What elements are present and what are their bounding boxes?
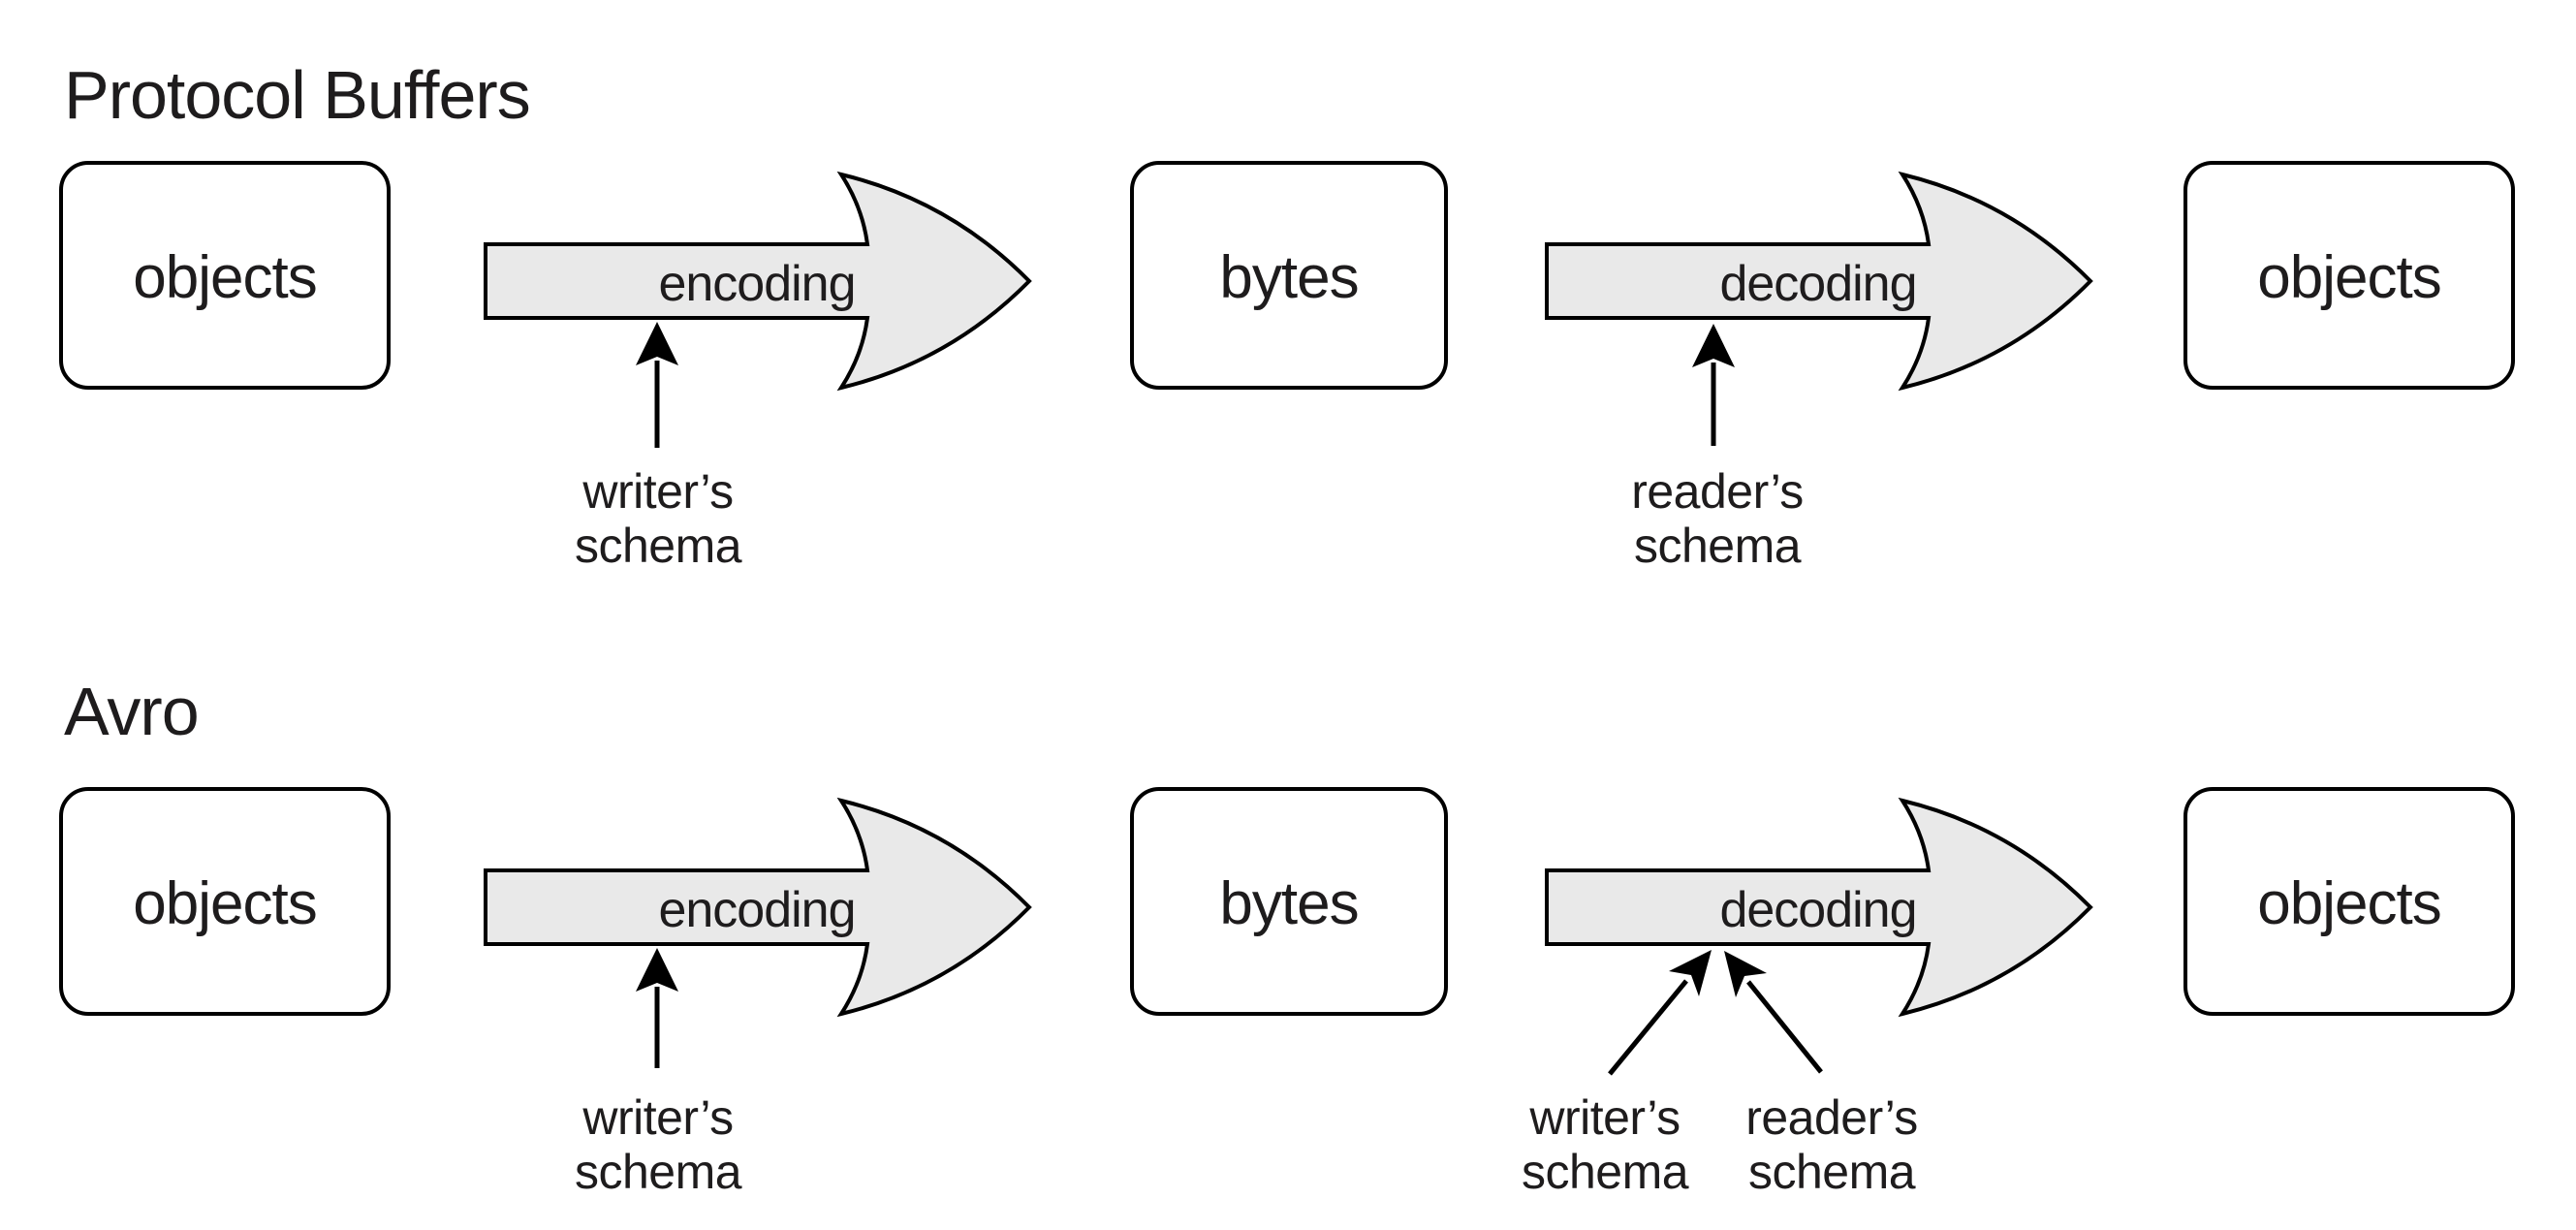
fat-arrow-shape — [484, 797, 1032, 1018]
rounded-box — [2183, 787, 2515, 1016]
up-arrow-icon — [1692, 324, 1735, 367]
rounded-box — [59, 161, 391, 390]
annotation-line2: schema — [1634, 519, 1802, 573]
avro-encoding-arrow: encoding — [484, 797, 1032, 1018]
rounded-box — [1130, 787, 1448, 1016]
annotation-line1: writer’s — [1528, 1090, 1680, 1145]
section-title-avro: Avro — [64, 674, 199, 749]
section-protocol-buffers: Protocol Buffers objects encoding bytes … — [59, 57, 2515, 573]
diagonal-arrow-line — [1746, 980, 1823, 1074]
avro-target-objects-node: objects — [2183, 787, 2515, 1016]
annotation-line2: schema — [1748, 1145, 1916, 1199]
annotation-line2: schema — [575, 519, 742, 573]
section-title-protobuf: Protocol Buffers — [64, 57, 530, 133]
avro-bytes-node: bytes — [1130, 787, 1448, 1016]
node-label: objects — [133, 244, 316, 311]
annotation-line1: writer’s — [581, 464, 733, 519]
arrow-label: encoding — [658, 882, 855, 938]
annotation-line2: schema — [575, 1145, 742, 1199]
avro-encode-writers-schema-annotation: writer’s schema — [575, 948, 742, 1199]
protobuf-bytes-node: bytes — [1130, 161, 1448, 390]
annotation-line1: reader’s — [1745, 1090, 1918, 1145]
up-arrow-icon — [636, 948, 678, 992]
up-arrow-icon — [636, 322, 678, 365]
node-label: objects — [133, 870, 316, 937]
diagonal-arrow-icon — [1724, 951, 1767, 997]
fat-arrow-shape — [1545, 797, 2093, 1018]
annotation-line2: schema — [1522, 1145, 1689, 1199]
arrow-label: decoding — [1719, 256, 1916, 312]
section-avro: Avro objects encoding bytes decoding obj… — [59, 674, 2515, 1199]
node-label: objects — [2257, 244, 2440, 311]
protobuf-target-objects-node: objects — [2183, 161, 2515, 390]
avro-decode-readers-schema-annotation: reader’s schema — [1724, 951, 1918, 1199]
avro-source-objects-node: objects — [59, 787, 391, 1016]
diagonal-arrow-icon — [1669, 950, 1712, 996]
protobuf-decoding-arrow: decoding — [1545, 171, 2093, 392]
node-label: bytes — [1219, 244, 1358, 311]
avro-decode-writers-schema-annotation: writer’s schema — [1522, 950, 1712, 1199]
arrow-label: decoding — [1719, 882, 1916, 938]
rounded-box — [1130, 161, 1448, 390]
annotation-line1: writer’s — [581, 1090, 733, 1145]
rounded-box — [2183, 161, 2515, 390]
annotation-line1: reader’s — [1631, 464, 1804, 519]
avro-decoding-arrow: decoding — [1545, 797, 2093, 1018]
node-label: bytes — [1219, 870, 1358, 937]
arrow-label: encoding — [658, 256, 855, 312]
diagonal-arrow-line — [1608, 979, 1688, 1076]
protobuf-source-objects-node: objects — [59, 161, 391, 390]
rounded-box — [59, 787, 391, 1016]
node-label: objects — [2257, 870, 2440, 937]
fat-arrow-shape — [1545, 171, 2093, 392]
protobuf-writers-schema-annotation: writer’s schema — [575, 322, 742, 573]
protobuf-encoding-arrow: encoding — [484, 171, 1032, 392]
fat-arrow-shape — [484, 171, 1032, 392]
protobuf-readers-schema-annotation: reader’s schema — [1631, 324, 1804, 573]
